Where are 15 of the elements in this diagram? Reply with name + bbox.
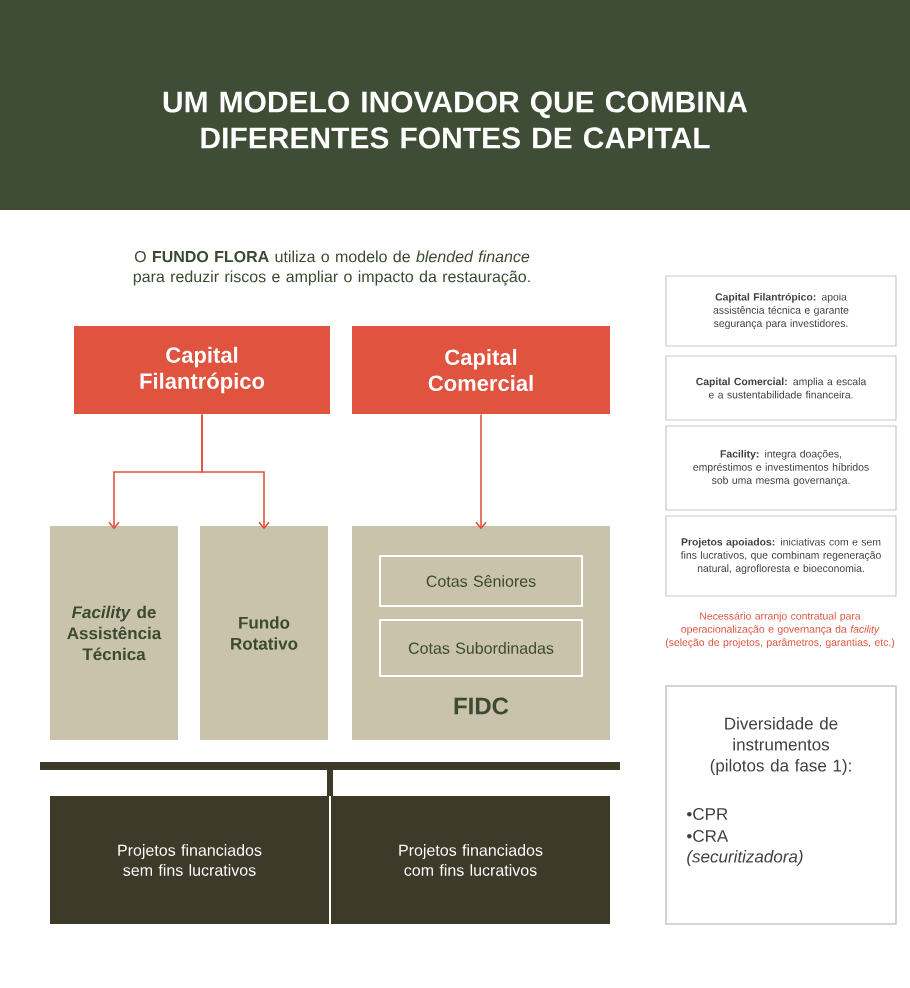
tranche-box: Cotas Subordinadas xyxy=(379,619,583,677)
arrow xyxy=(201,413,270,530)
capital-box: Capital Filantrópico xyxy=(74,326,330,414)
node-label: Projetos financiados sem fins lucrativos xyxy=(118,844,262,876)
vehicle-box: Fundo Rotativo xyxy=(200,526,328,740)
vehicle-box: Facility de Assistência Técnica xyxy=(50,526,178,740)
project-box: Projetos financiados sem fins lucrativos xyxy=(50,796,329,924)
intro-text: O FUNDO FLORA utiliza o modelo de blended finance para reduzir riscos e ampliar o impacto da restauração. xyxy=(133,250,530,286)
project-box: Projetos financiados com fins lucrativos xyxy=(331,796,610,924)
node-label: Projetos financiados com fins lucrativos xyxy=(399,844,543,876)
arrow xyxy=(475,413,487,530)
capital-box: Capital Comercial xyxy=(352,326,610,414)
title: UM MODELO INOVADOR QUE COMBINA DIFERENTES FONTES DE CAPITAL xyxy=(163,91,748,149)
tranche-box: Cotas Sêniores xyxy=(379,555,583,607)
instrument-box: Diversidade de instrumentos (pilotos da fase 1): •CPR •CRA (securitizadora) xyxy=(665,685,897,925)
